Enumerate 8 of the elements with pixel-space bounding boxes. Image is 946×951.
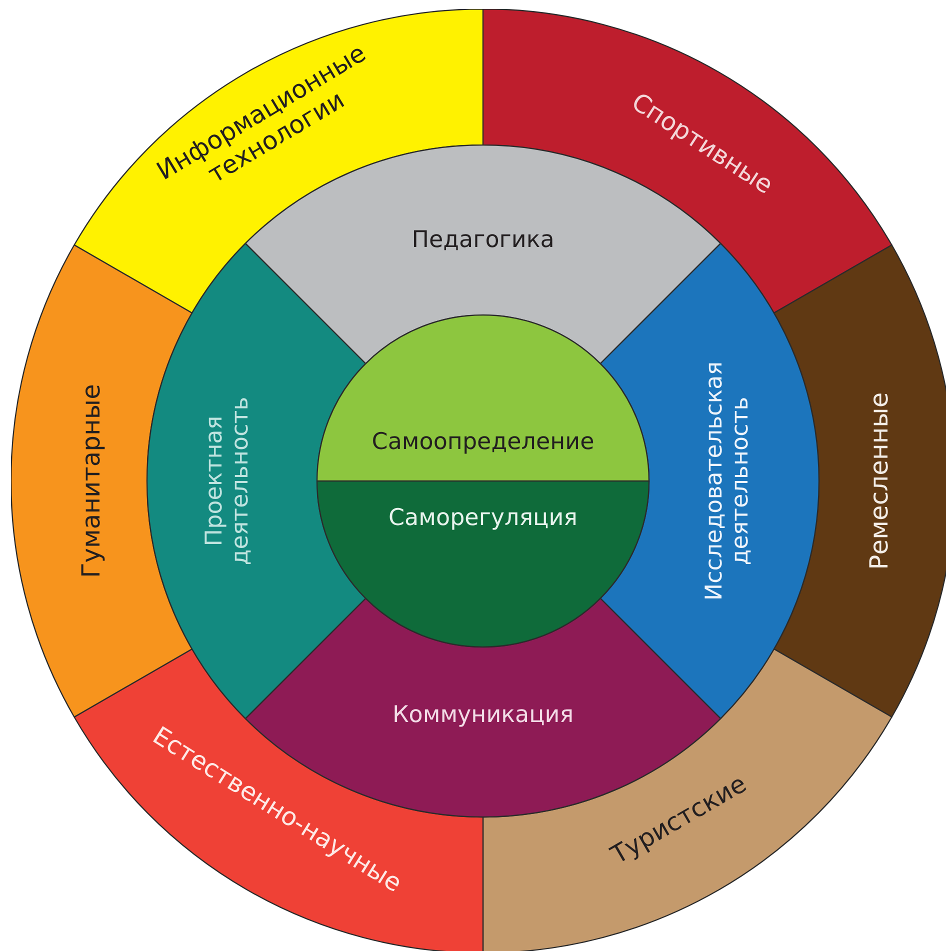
segment-label: Самоопределение: [372, 428, 594, 456]
segment-label: Ремесленные: [866, 392, 894, 570]
segment-label: Исследовательская деятельность: [702, 360, 754, 603]
segment-label: Педагогика: [412, 226, 554, 254]
segment-label: Саморегуляция: [388, 504, 578, 532]
segment-label: Коммуникация: [392, 702, 574, 728]
segment-label: Гуманитарные: [78, 384, 106, 578]
segment-label: Проектная деятельность: [202, 396, 254, 566]
